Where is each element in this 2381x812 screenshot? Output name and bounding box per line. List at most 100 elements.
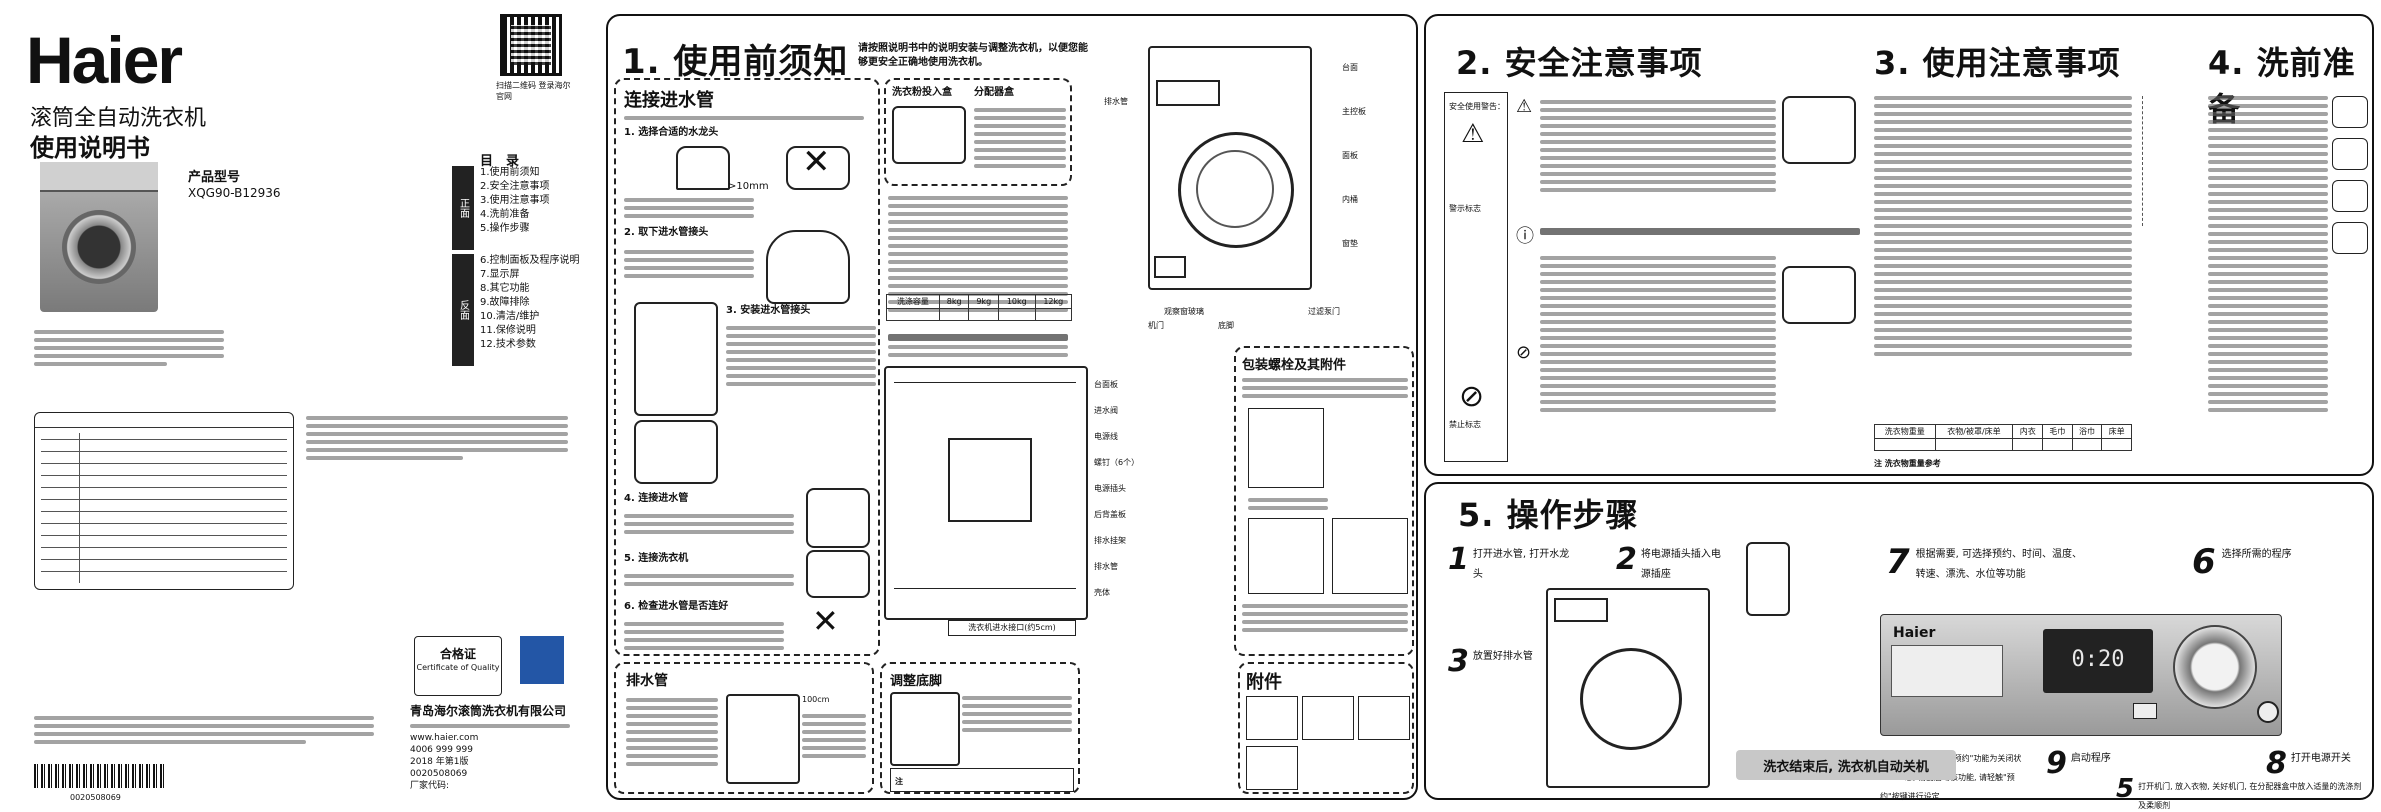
adjust-text: [962, 692, 1072, 736]
drain-title: 排水管: [626, 673, 668, 689]
section3-notes: [1874, 92, 2132, 360]
disclaimer-text: [34, 326, 224, 370]
faucet-install-icon: [634, 420, 718, 484]
panel-brand: Haier: [1893, 625, 1936, 641]
washer-image: [40, 162, 158, 312]
qr-code: [500, 14, 562, 76]
accessory-item: [1358, 696, 1410, 740]
section3-note: 注 洗衣物重量参考: [1874, 459, 1941, 468]
toc-item[interactable]: 9.故障排除: [480, 297, 530, 308]
accessory-item: [1246, 746, 1298, 790]
warn-label-prohibit: 禁止标志: [1449, 420, 1481, 429]
toc-back-tab: 反面: [452, 254, 474, 366]
manual-title-line1: 滚筒全自动洗衣机: [30, 106, 207, 131]
inlet-step5: 5. 连接洗衣机: [624, 553, 689, 564]
front-label-window: 观察窗玻璃: [1164, 307, 1204, 316]
accessory-item: [1302, 696, 1354, 740]
brand-logo: Haier: [26, 23, 183, 97]
model-number: XQG90-B12936: [188, 186, 281, 200]
toc-item[interactable]: 2.安全注意事项: [480, 181, 550, 192]
toc-item[interactable]: 3.使用注意事项: [480, 195, 550, 206]
inlet-step3: 3. 安装进水管接头: [726, 305, 811, 316]
faucet-ok-icon: [676, 146, 730, 190]
toc-item[interactable]: 5.操作步骤: [480, 223, 530, 234]
company-details: www.haier.com 4006 999 999 2018 年第1版 002…: [410, 720, 570, 792]
section2-notice: [1540, 224, 1860, 239]
step6-text: [624, 618, 784, 654]
prohibit-icon: ⊘: [1459, 379, 1485, 414]
section2-prohibits: [1540, 252, 1776, 416]
drain-text-left: [626, 694, 718, 770]
drain-diagram: [726, 694, 800, 784]
joint-parts-diagram: [634, 302, 718, 416]
certificate: 合格证 Certificate of Quality: [414, 636, 502, 696]
section1-subtitle: 请按照说明书中的说明安装与调整洗衣机，以便您能够更安全正确地使用洗衣机。: [858, 43, 1088, 68]
packing-step1-diagram: [1248, 408, 1324, 488]
toc-front-tab: 正面: [452, 166, 474, 250]
packing-bolts-box: 包装螺栓及其附件: [1234, 346, 1414, 656]
manual-title-line2: 使用说明书: [30, 134, 150, 162]
display-screen: 0:20: [2043, 629, 2153, 693]
program-knob[interactable]: [2173, 625, 2257, 709]
cover: Haier 扫描二维码 登录海尔官网 滚筒全自动洗衣机 使用说明书 产品型号 X…: [0, 0, 590, 808]
qr-caption: 扫描二维码 登录海尔官网: [496, 81, 571, 101]
front-labels-right: 台面 主控板 面板 内桶 窗垫: [1342, 63, 1366, 248]
finish-banner: 洗衣结束后, 洗衣机自动关机: [1736, 750, 1956, 780]
adjust-note-box: 注: [890, 768, 1074, 792]
section2-title: 2. 安全注意事项: [1456, 44, 1703, 82]
packing-title: 包装螺栓及其附件: [1242, 358, 1347, 373]
hazard-table: [34, 412, 294, 590]
warning-icon: ⚠: [1461, 119, 1485, 149]
step2-text: [624, 246, 754, 282]
front-label-door: 机门: [1148, 321, 1164, 330]
toc-item[interactable]: 11.保修说明: [480, 325, 536, 336]
front-washer-diagram: [1148, 46, 1336, 316]
section3-title: 3. 使用注意事项: [1874, 44, 2121, 82]
start-button[interactable]: [2133, 703, 2157, 719]
dispenser-drawer-icon: [892, 106, 966, 164]
step1-text: [624, 194, 754, 222]
accessories-box: 附件: [1238, 662, 1414, 794]
op-step6: 6 选择所需的程序: [2192, 542, 2292, 582]
inlet-intro: [624, 112, 864, 124]
drain-height: 100cm: [802, 695, 830, 704]
dispenser-label: 洗衣粉投入盒: [892, 87, 952, 98]
toc-item[interactable]: 4.洗前准备: [480, 209, 530, 220]
model-label: 产品型号: [188, 170, 241, 185]
regulation-text: [306, 412, 568, 464]
toc-front-list: 1.使用前须知 2.安全注意事项 3.使用注意事项 4.洗前准备 5.操作步骤: [480, 166, 550, 236]
toc-item[interactable]: 7.显示屏: [480, 269, 520, 280]
section4-notes: [2208, 92, 2328, 416]
toc-item[interactable]: 10.清洁/维护: [480, 311, 540, 322]
packing-text: [1242, 374, 1408, 402]
faucet-bad-icon: ✕: [786, 142, 850, 190]
dispenser-title: 分配器盒: [974, 87, 1014, 98]
notice-row-icon: ⓘ: [1516, 226, 1534, 247]
toc-item[interactable]: 12.技术参数: [480, 339, 536, 350]
drain-text-right: [802, 710, 866, 762]
op-step5: 5 打开机门, 放入衣物, 关好机门, 在分配器盒中放入适量的洗涤剂及柔顺剂: [2116, 774, 2362, 810]
dispenser-box: 洗衣粉投入盒 分配器盒: [884, 78, 1072, 186]
hand-illustration: [1782, 266, 1856, 324]
toc-item[interactable]: 8.其它功能: [480, 283, 530, 294]
step4-text: [624, 510, 794, 538]
warning-sidebar: 安全使用警告： ⚠ 警示标志 ⊘ 禁止标志: [1444, 92, 1508, 462]
toc-item[interactable]: 1.使用前须知: [480, 167, 540, 178]
inlet-step6: 6. 检查进水管是否连好: [624, 601, 729, 612]
power-button[interactable]: [2257, 701, 2279, 723]
hose-joint-icon: [766, 230, 850, 304]
op-step9: 9 启动程序: [2046, 746, 2111, 781]
front-label-filter: 过滤泵门: [1308, 307, 1340, 316]
dispenser-text: [974, 104, 1066, 172]
detergent-drawer[interactable]: [1891, 645, 2003, 697]
packing-step2-diagram: [1248, 518, 1324, 594]
standards-text: [34, 712, 374, 748]
step5-text: [624, 570, 794, 590]
packing-step2-text: [1242, 600, 1408, 636]
toc-back-list: 6.控制面板及程序说明 7.显示屏 8.其它功能 9.故障排除 10.清洁/维护…: [480, 254, 580, 352]
toc-title: 目 录: [480, 154, 520, 169]
sections-top-panel: 2. 安全注意事项 安全使用警告： ⚠ 警示标志 ⊘ 禁止标志 ⚠ ⓘ ⊘ 3.…: [1424, 14, 2374, 476]
toc-item[interactable]: 6.控制面板及程序说明: [480, 255, 580, 266]
inlet-step1: 1. 选择合适的水龙头: [624, 127, 719, 138]
inlet-hose-box: 连接进水管 1. 选择合适的水龙头 >10mm ✕ 2. 取下进水管接头 3. …: [614, 78, 880, 656]
